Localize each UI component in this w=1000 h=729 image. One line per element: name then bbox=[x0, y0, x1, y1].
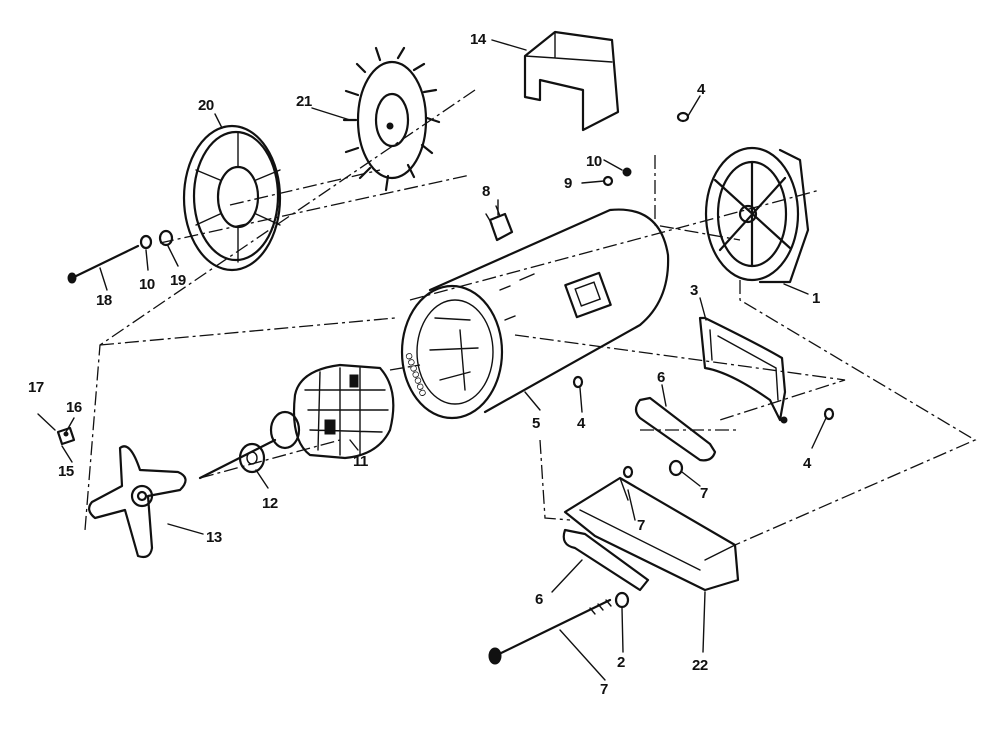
callout-20: 20 bbox=[198, 97, 214, 114]
callout-8: 8 bbox=[482, 183, 490, 200]
callout-9: 9 bbox=[564, 175, 572, 192]
callout-7-bolt: 7 bbox=[600, 681, 608, 698]
small-fasteners bbox=[572, 111, 835, 609]
callout-1: 1 bbox=[812, 290, 820, 307]
callout-6-lower: 6 bbox=[535, 591, 543, 608]
callout-13: 13 bbox=[206, 529, 222, 546]
callout-3: 3 bbox=[690, 282, 698, 299]
washers-10-19 bbox=[139, 229, 174, 250]
housing-serial-marking: ООООООО bbox=[403, 351, 428, 398]
callout-15: 15 bbox=[58, 463, 74, 480]
part-20-fan-guard bbox=[182, 124, 282, 272]
callout-4-housing: 4 bbox=[577, 415, 586, 432]
callout-10-left: 10 bbox=[139, 276, 155, 293]
callout-10-right: 10 bbox=[586, 153, 602, 170]
callout-4-bracket: 4 bbox=[803, 455, 812, 472]
callout-21: 21 bbox=[296, 93, 312, 110]
callout-16: 16 bbox=[66, 399, 82, 416]
callout-19: 19 bbox=[170, 272, 186, 289]
part-7-long-bolt bbox=[488, 598, 612, 665]
part-6-upper-link bbox=[634, 396, 717, 462]
part-11-rotor bbox=[198, 363, 395, 480]
part-3-bracket bbox=[698, 316, 788, 424]
callout-14: 14 bbox=[470, 31, 487, 48]
part-6-lower-link bbox=[562, 528, 650, 592]
callout-labels: 1 2 3 4 4 4 5 6 6 7 7 7 8 9 10 10 11 12 … bbox=[28, 31, 821, 698]
callout-5: 5 bbox=[532, 415, 540, 432]
callout-2: 2 bbox=[617, 654, 625, 671]
part-21-fan-impeller bbox=[342, 46, 441, 192]
leader-lines bbox=[61, 39, 827, 681]
callout-17: 17 bbox=[28, 379, 44, 396]
callout-4-shroud: 4 bbox=[697, 81, 706, 98]
callout-12: 12 bbox=[262, 495, 278, 512]
callout-22: 22 bbox=[692, 657, 708, 674]
callout-7-middle: 7 bbox=[637, 517, 645, 534]
part-12-bearing bbox=[238, 442, 266, 474]
part-18-screw bbox=[67, 244, 140, 284]
assembly-guide-lines bbox=[84, 89, 977, 546]
parts-15-17-clip bbox=[37, 413, 76, 446]
part-8-connector bbox=[485, 205, 514, 242]
callout-7-upper: 7 bbox=[700, 485, 708, 502]
part-22-base-bracket bbox=[563, 476, 740, 592]
callout-11: 11 bbox=[353, 453, 368, 470]
part-14-shroud-cover bbox=[523, 30, 620, 132]
callout-6-upper: 6 bbox=[657, 369, 665, 386]
part-13-spider bbox=[88, 445, 187, 559]
part-1-end-bell bbox=[704, 146, 810, 284]
callout-18: 18 bbox=[96, 292, 112, 309]
